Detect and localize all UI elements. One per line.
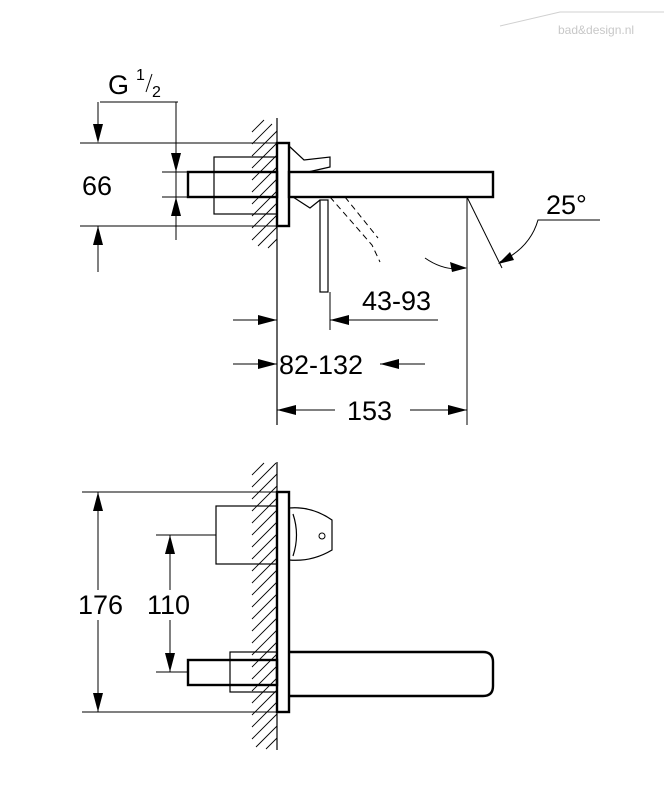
spout-front <box>289 650 495 698</box>
thread-label-denominator: 2 <box>152 84 161 101</box>
dim-43-93: 43-93 <box>362 286 431 316</box>
lever-handle <box>288 145 331 173</box>
dim-66: 66 <box>82 171 112 201</box>
dim-153: 153 <box>347 396 392 426</box>
spout-top <box>287 170 495 199</box>
thread-label-numerator: 1 <box>136 67 145 84</box>
lever-base <box>292 196 321 209</box>
dim-82-132: 82-132 <box>279 350 363 380</box>
handle-indicator <box>318 532 326 540</box>
angle-line <box>466 196 503 269</box>
wall-plate-top <box>275 141 291 228</box>
inlet-pipe <box>186 170 279 199</box>
lever-rod <box>319 199 329 293</box>
dim-25-deg: 25° <box>546 190 587 220</box>
in-wall-body <box>213 156 278 215</box>
dim-176: 176 <box>78 590 123 620</box>
top-view: G 1 2 66 25° 43-93 <box>80 67 600 426</box>
handle-knob <box>288 507 333 561</box>
front-view: 176 110 <box>78 462 495 750</box>
wall-plate-front <box>275 490 291 714</box>
watermark-text: bad&design.nl <box>558 23 634 37</box>
dim-110: 110 <box>147 590 190 620</box>
watermark-logo: bad&design.nl <box>499 11 664 37</box>
spout-pipe-front <box>186 658 279 687</box>
wall-hatch-top <box>251 119 278 249</box>
lever-rotated-dashed <box>329 196 381 263</box>
wall-hatch-front <box>251 462 278 750</box>
thread-label: G <box>108 70 129 100</box>
